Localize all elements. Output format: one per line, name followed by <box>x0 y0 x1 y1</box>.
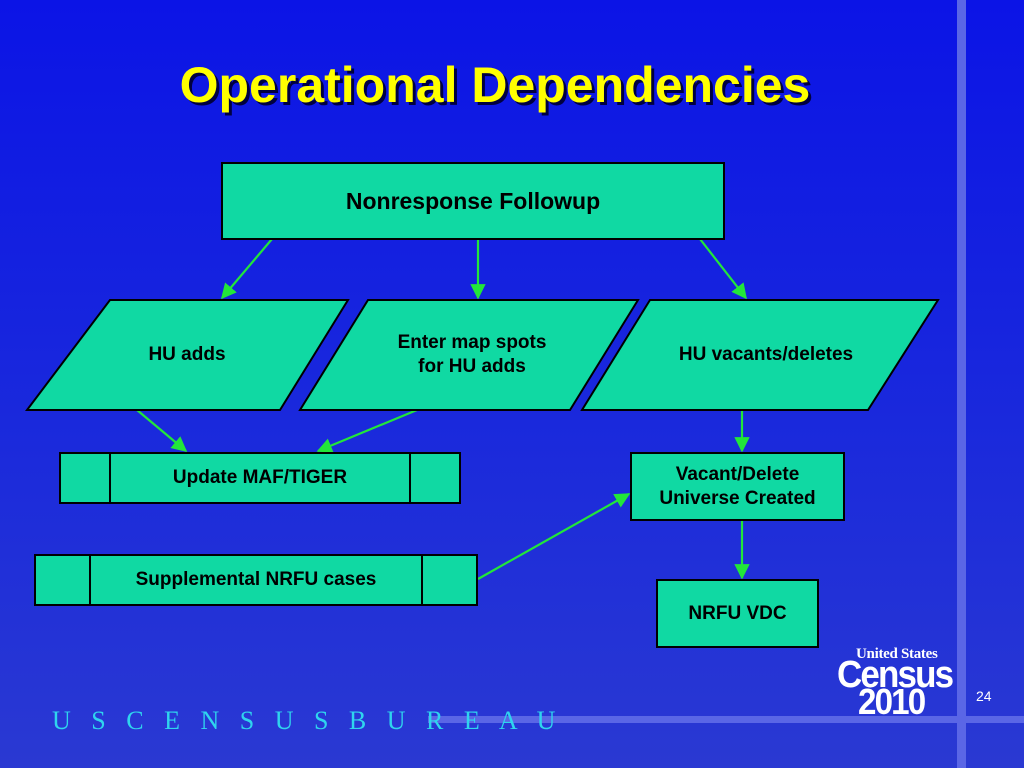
node-vacant-universe <box>630 452 845 521</box>
node-label-vacant-universe: Vacant/Delete Universe Created <box>659 463 816 509</box>
slide-title: Operational Dependencies <box>179 57 811 113</box>
edge-supp-nrfu-to-vacant-universe <box>477 493 631 580</box>
node-map-spots <box>298 299 640 411</box>
node-label-map-spots: Enter map spots for HU adds <box>397 332 547 377</box>
edge-hu-adds-to-update-maf <box>136 409 188 452</box>
node-nrfu-vdc <box>656 579 819 648</box>
node-update-maf <box>59 452 461 504</box>
logo-line-1: United States <box>856 646 938 662</box>
node-supp-nrfu <box>34 554 478 606</box>
node-label-nrfu: Nonresponse Followup <box>345 188 601 214</box>
node-label-nrfu-vdc: NRFU VDC <box>688 602 787 624</box>
vertical-accent-bar <box>957 0 966 768</box>
node-hu-adds <box>24 299 350 411</box>
edge-nrfu-to-hu-adds <box>221 238 273 300</box>
nodes-layer <box>24 162 940 648</box>
edge-map-spots-to-update-maf <box>316 408 418 453</box>
node-label-update-maf: Update MAF/TIGER <box>172 467 348 488</box>
footer-bureau-text: U S C E N S U S B U R E A U <box>52 706 563 735</box>
edge-nrfu-to-hu-vacants <box>699 238 747 300</box>
node-label-supp-nrfu: Supplemental NRFU cases <box>135 569 377 590</box>
node-hu-vacants <box>580 299 940 411</box>
edges-layer <box>136 238 750 580</box>
census-2010-logo: United States Census 2010 <box>834 646 960 722</box>
node-label-hu-vacants: HU vacants/deletes <box>678 344 854 365</box>
horizontal-accent-bar <box>428 716 1024 723</box>
logo-line-2: Census <box>837 654 954 696</box>
node-label-hu-adds: HU adds <box>148 344 226 365</box>
page-number: 24 <box>976 688 992 704</box>
logo-line-3: 2010 <box>858 681 926 722</box>
node-nrfu <box>221 162 725 240</box>
